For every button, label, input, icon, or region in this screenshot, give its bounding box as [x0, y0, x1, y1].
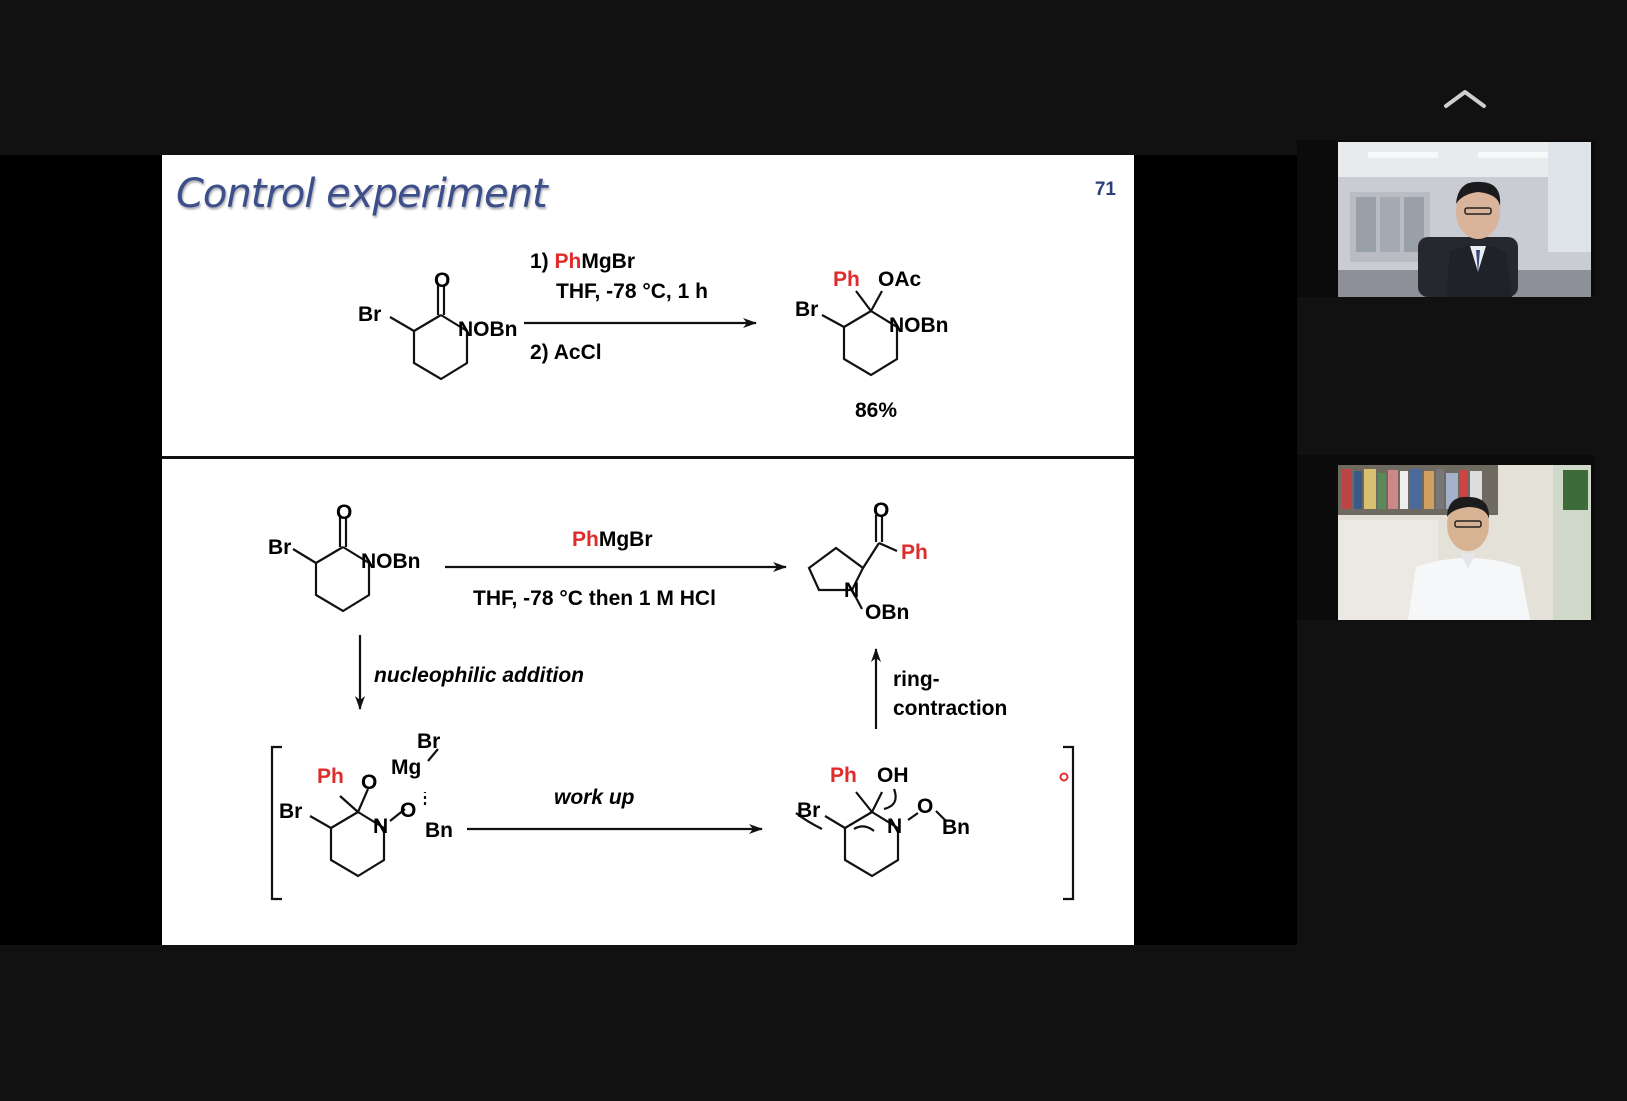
top-reactant-structure — [389, 285, 469, 381]
workup-label: work up — [554, 786, 635, 809]
intermediate2-bn: Bn — [942, 816, 970, 839]
bottom-reactant-br: Br — [268, 536, 291, 559]
participant-video-2 — [1338, 465, 1591, 620]
intermediate2-oh: OH — [877, 764, 909, 787]
bottom-product-n: N — [844, 579, 859, 602]
slide-title: Control experiment — [176, 171, 548, 217]
top-reaction-scheme: O Br NOBn 1) PhMgBr THF, -78 °C, 1 h 2) … — [358, 250, 949, 422]
top-product-structure — [821, 290, 899, 377]
intermediate1-br: Br — [279, 800, 302, 823]
bottom-conditions: THF, -78 °C then 1 M HCl — [473, 587, 716, 610]
participant-tile-1[interactable] — [1297, 140, 1595, 297]
top-reactant-br: Br — [358, 303, 381, 326]
intermediate1-o: O — [361, 771, 377, 794]
bottom-reagent-label: PhMgBr — [572, 528, 653, 551]
intermediate1-n: N — [373, 815, 388, 838]
top-product-br: Br — [795, 298, 818, 321]
chevron-up-icon — [1444, 90, 1486, 108]
slide-number: 71 — [1094, 179, 1116, 200]
participant-tile-2[interactable] — [1297, 455, 1595, 620]
bottom-reaction-scheme: O Br NOBn PhMgBr THF, -78 °C then 1 M HC… — [268, 499, 1075, 901]
intermediate1-o2: O — [400, 799, 416, 822]
nucleophilic-addition-label: nucleophilic addition — [374, 664, 584, 687]
top-yield: 86% — [855, 399, 897, 422]
shared-slide: Control experiment 71 O Br NOBn 1) PhMgB… — [162, 155, 1134, 945]
collapse-video-panel-button[interactable] — [1436, 82, 1494, 114]
right-bracket — [1063, 745, 1075, 901]
intermediate2-br: Br — [797, 799, 820, 822]
intermediate1-bn: Bn — [425, 819, 453, 842]
top-product-oac: OAc — [878, 268, 922, 291]
ring-contraction-label-1: ring- — [893, 668, 940, 691]
bottom-product-structure — [807, 515, 898, 610]
bottom-product-carbonyl-o: O — [873, 499, 889, 522]
top-product-ph: Ph — [833, 268, 860, 291]
top-step2-label: 2) AcCl — [530, 341, 602, 364]
intermediate1-mg: Mg — [391, 756, 421, 779]
bottom-reactant-nobn: NOBn — [361, 550, 421, 573]
laser-pointer-dot — [1059, 772, 1069, 782]
top-reactant-nobn: NOBn — [458, 318, 518, 341]
top-conditions: THF, -78 °C, 1 h — [556, 280, 708, 303]
bottom-reactant-carbonyl-o: O — [336, 501, 352, 524]
top-product-nobn: NOBn — [889, 314, 949, 337]
bottom-product-obn: OBn — [865, 601, 909, 624]
bottom-product-ph: Ph — [901, 541, 928, 564]
intermediate1-structure — [309, 748, 439, 878]
top-reactant-carbonyl-o: O — [434, 269, 450, 292]
top-step1-label: 1) PhMgBr — [530, 250, 635, 273]
intermediate1-mg-br: Br — [417, 730, 440, 753]
participant-video-1 — [1338, 142, 1591, 297]
intermediate2-structure — [795, 788, 947, 878]
intermediate2-o: O — [917, 795, 933, 818]
intermediate1-ph: Ph — [317, 765, 344, 788]
bottom-reactant-structure — [292, 517, 371, 613]
intermediate2-n: N — [887, 815, 902, 838]
ring-contraction-label-2: contraction — [893, 697, 1007, 720]
left-bracket — [270, 745, 282, 901]
intermediate2-ph: Ph — [830, 764, 857, 787]
scheme-divider — [162, 456, 1134, 459]
